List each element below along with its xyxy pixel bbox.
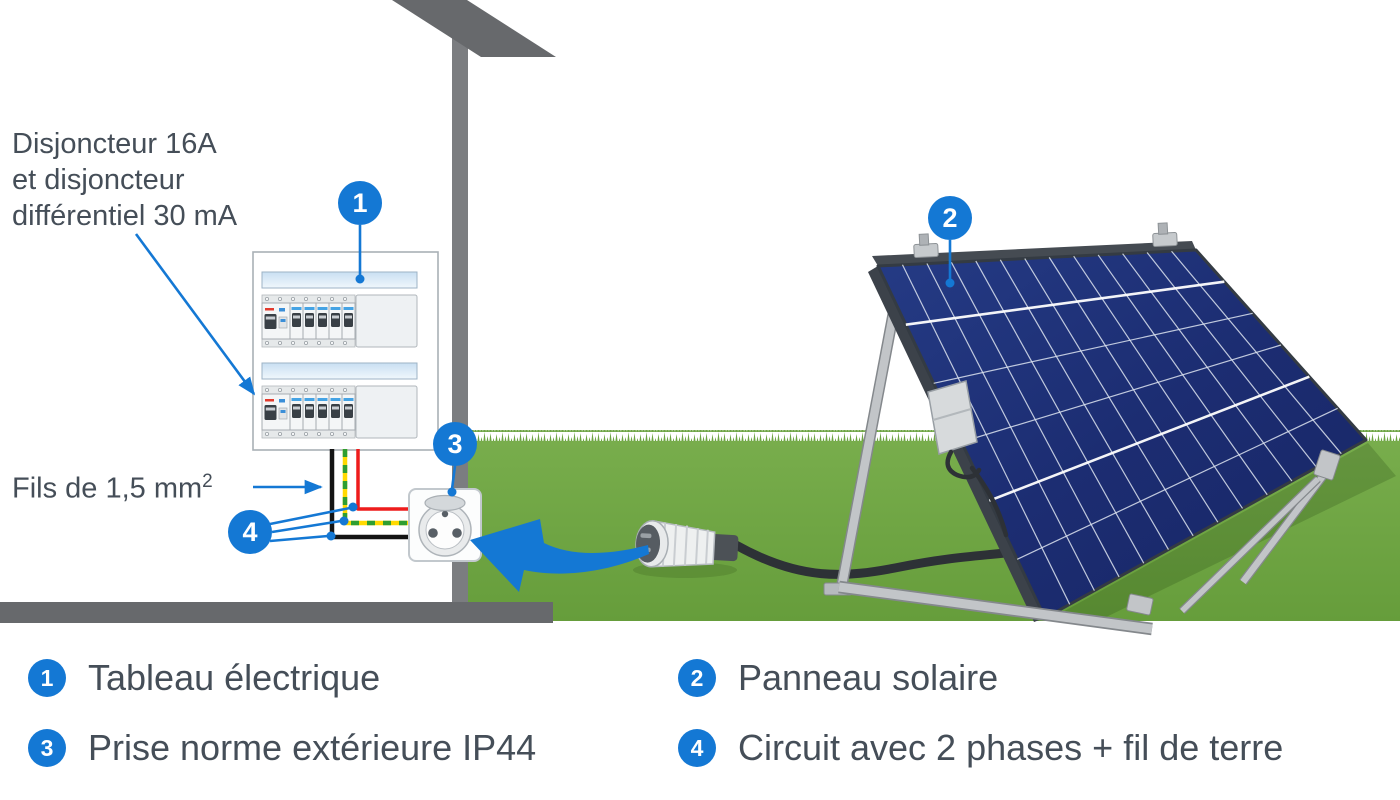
legend-label-circuit: Circuit avec 2 phases + fil de terre: [738, 727, 1284, 768]
badge-1: 1: [338, 181, 382, 225]
wire-phase-red: [356, 449, 409, 511]
legend-badge-1: 1: [28, 659, 66, 697]
electrical-panel: [252, 251, 439, 451]
badge-2: 2: [928, 196, 972, 240]
breaker-note: Disjoncteur 16A et disjoncteur différent…: [12, 128, 238, 232]
mounting-clamp: [913, 242, 939, 259]
legend-badge-2: 2: [678, 659, 716, 697]
legend-label-prise: Prise norme extérieure IP44: [88, 727, 537, 768]
legend-label-tableau: Tableau électrique: [88, 657, 381, 698]
panel-grid: [901, 250, 1342, 605]
breaker-note-arrow: [134, 233, 256, 396]
legend-badge-3: 3: [28, 729, 66, 767]
panel-strip: [261, 362, 418, 380]
socket-earth-pin: [441, 510, 449, 518]
callout-leaders: [134, 225, 955, 543]
socket-hole: [428, 528, 438, 538]
badge-3: 3: [433, 422, 477, 466]
plug-pin: [640, 533, 652, 539]
house-floor: [0, 602, 553, 623]
legend-label-panneau: Panneau solaire: [738, 657, 999, 698]
wire-ground-yellow: [342, 449, 409, 526]
plug-to-socket-arrow: [470, 519, 649, 592]
wire-ground-green: [342, 449, 409, 526]
panel-strip: [261, 271, 418, 289]
socket-cover-lid: [424, 494, 466, 512]
socket-hole: [452, 528, 462, 538]
panel-cable: [731, 540, 1019, 579]
wire-size-note: Fils de 1,5 mm2: [12, 471, 213, 505]
solar-panel-assembly: [823, 222, 1368, 636]
badge-4: 4: [228, 510, 272, 554]
legend-item-panneau: 2 Panneau solaire: [678, 657, 999, 698]
legend-item-prise: 3 Prise norme extérieure IP44: [28, 727, 537, 768]
outdoor-socket: [408, 488, 482, 562]
mounting-clamp: [1152, 231, 1178, 248]
micro-inverter-box: [927, 380, 1009, 538]
house-roof: [392, 0, 556, 57]
legend-badge-4: 4: [678, 729, 716, 767]
legend-item-circuit: 4 Circuit avec 2 phases + fil de terre: [678, 727, 1284, 768]
breaker-rows: [261, 294, 418, 439]
legend-item-tableau: 1 Tableau électrique: [28, 657, 381, 698]
